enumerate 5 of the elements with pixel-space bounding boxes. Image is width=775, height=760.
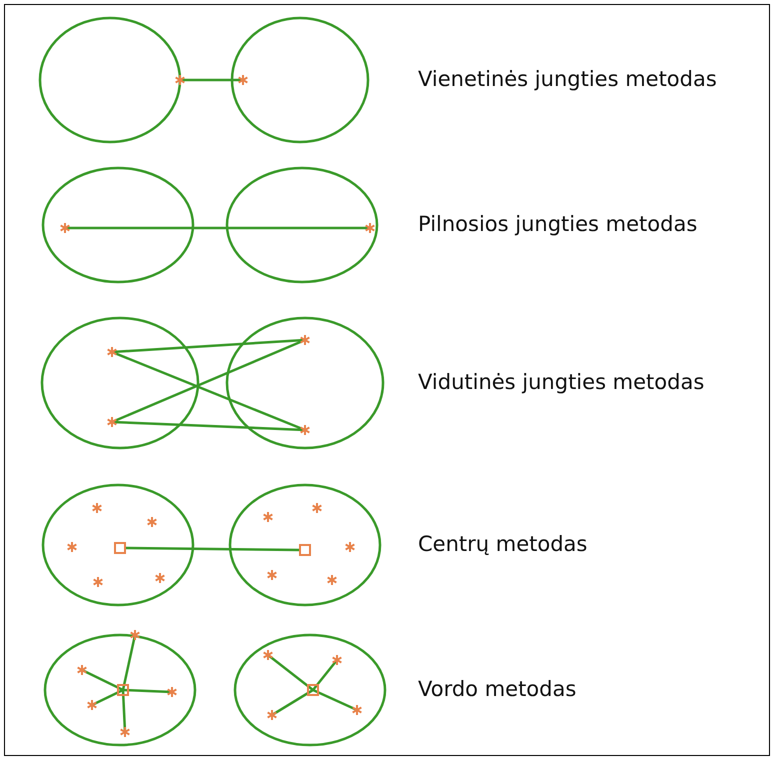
method-label: Vidutinės jungties metodas [418, 370, 704, 394]
method-label: Vienetinės jungties metodas [418, 67, 717, 91]
method-label: Pilnosios jungties metodas [418, 212, 698, 236]
method-label: Centrų metodas [418, 532, 588, 556]
method-label: Vordo metodas [418, 677, 576, 701]
